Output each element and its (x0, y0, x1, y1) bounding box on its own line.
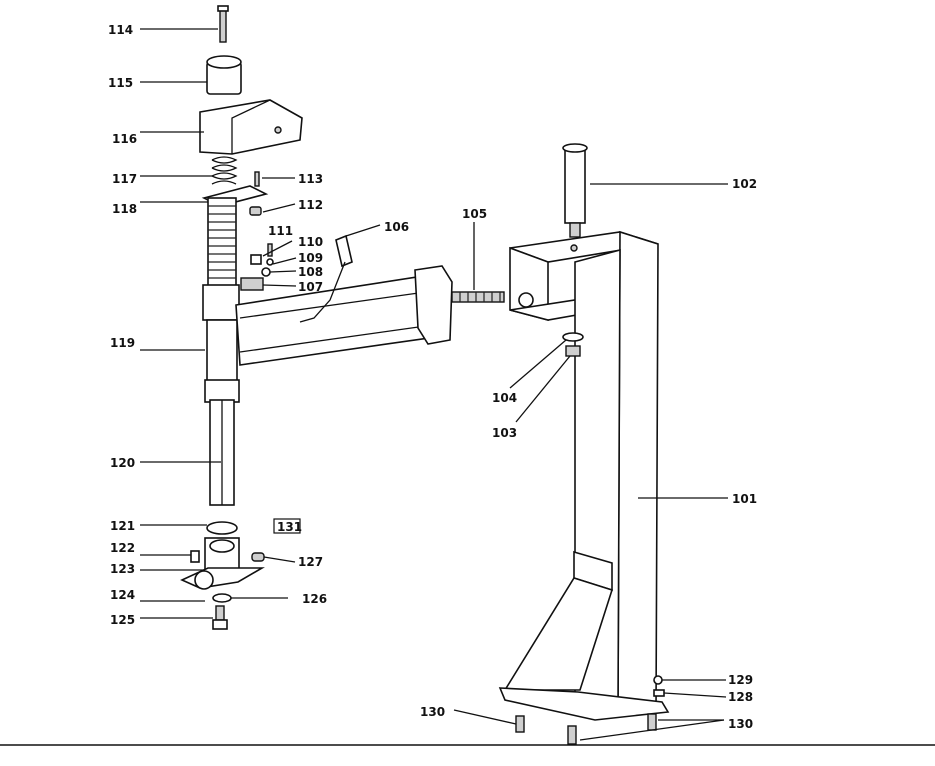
part-130-bolt-a (515, 715, 525, 733)
callout-108: 108 (298, 265, 323, 279)
callout-130-right: 130 (728, 717, 753, 731)
part-112-nut (249, 206, 262, 216)
part-122-pin (190, 550, 200, 563)
part-117-spring (211, 156, 238, 185)
base-plate (498, 550, 670, 721)
part-128-washer (653, 689, 665, 697)
callout-101: 101 (732, 492, 757, 506)
callout-131-box (273, 518, 301, 534)
part-121-ring (206, 521, 238, 535)
callout-121: 121 (110, 519, 135, 533)
callout-106: 106 (384, 220, 409, 234)
part-130-bolt-c (647, 713, 657, 731)
callout-130-left: 130 (420, 705, 445, 719)
callout-112: 112 (298, 198, 323, 212)
leader-lines (140, 28, 728, 741)
callout-129: 129 (728, 673, 753, 687)
part-107-lock (240, 277, 264, 291)
part-109-washer (266, 258, 274, 266)
callout-109: 109 (298, 251, 323, 265)
callout-111: 111 (268, 224, 293, 238)
part-115-cap (206, 55, 242, 95)
part-108-washer (261, 267, 271, 277)
callout-107: 107 (298, 280, 323, 294)
callout-labels: 114 115 116 117 118 113 112 111 110 109 … (108, 23, 757, 731)
horizontal-arm (235, 234, 505, 366)
part-126-washer (212, 593, 232, 603)
part-105-threaded-rod (451, 291, 505, 303)
callout-102: 102 (732, 177, 757, 191)
callout-124: 124 (110, 588, 135, 602)
part-111-nut (250, 254, 262, 265)
callout-120: 120 (110, 456, 135, 470)
part-127-screw (251, 552, 265, 562)
part-106-handle (299, 234, 353, 323)
part-113-screw (254, 171, 260, 187)
part-103-nut (565, 345, 581, 357)
callout-128: 128 (728, 690, 753, 704)
callout-122: 122 (110, 541, 135, 555)
callout-119: 119 (110, 336, 135, 350)
part-130-bolt-b (567, 725, 577, 745)
part-125-bolt (212, 605, 228, 630)
part-123-mount-block (180, 537, 265, 590)
callout-117: 117 (112, 172, 137, 186)
callout-105: 105 (462, 207, 487, 221)
callout-115: 115 (108, 76, 133, 90)
callout-110: 110 (298, 235, 323, 249)
callout-113: 113 (298, 172, 323, 186)
callout-103: 103 (492, 426, 517, 440)
callout-104: 104 (492, 391, 517, 405)
part-104-washer (562, 332, 584, 342)
part-119-sleeve (202, 284, 240, 403)
column-assembly (498, 143, 670, 745)
callout-131: 131 (277, 520, 302, 534)
part-114-bolt (217, 5, 229, 43)
part-129-screw (653, 675, 663, 685)
callout-123: 123 (110, 562, 135, 576)
part-102-post (562, 143, 588, 238)
part-110-screw (267, 243, 273, 257)
callout-126: 126 (302, 592, 327, 606)
callout-118: 118 (112, 202, 137, 216)
callout-114: 114 (108, 23, 133, 37)
part-116-head-block (199, 99, 303, 155)
part-120-vertical-bar (209, 399, 235, 506)
hex-shaft (207, 197, 237, 291)
callout-127: 127 (298, 555, 323, 569)
callout-116: 116 (112, 132, 137, 146)
callout-125: 125 (110, 613, 135, 627)
